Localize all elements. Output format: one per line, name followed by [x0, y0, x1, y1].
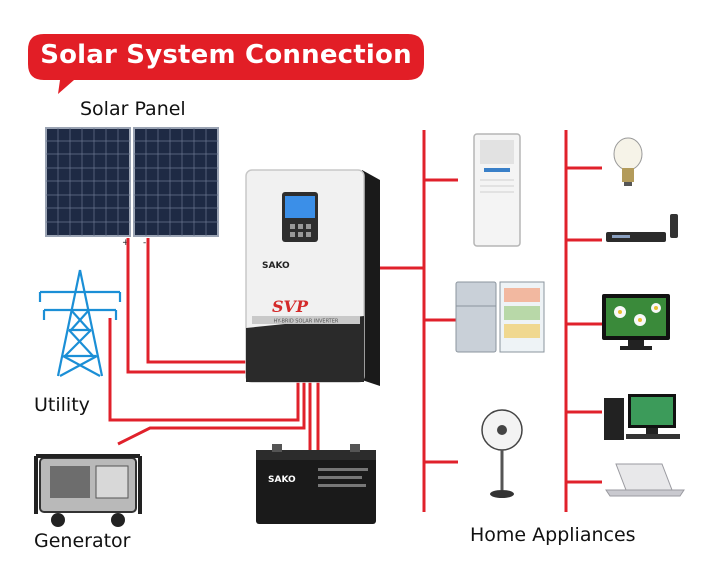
air-conditioner-icon — [473, 133, 521, 247]
fan-icon — [481, 409, 523, 498]
battery-icon: SAKO — [256, 444, 376, 524]
light-bulb-icon — [613, 137, 643, 186]
solar-panel-label: Solar Panel — [80, 98, 186, 120]
home-appliances-label: Home Appliances — [470, 524, 636, 546]
dvd-player-icon — [606, 214, 678, 242]
laptop-icon — [605, 463, 685, 497]
refrigerator-icon — [455, 281, 545, 353]
utility-tower-icon — [38, 269, 122, 377]
inverter-model: SVP — [272, 297, 309, 316]
pv-plus-label: + — [122, 238, 130, 248]
desktop-computer-icon — [604, 394, 680, 440]
solar-panel-left — [45, 127, 131, 237]
inverter: SAKO SVP HY-BRID SOLAR INVERTER — [245, 169, 380, 386]
title-banner — [28, 34, 424, 94]
inverter-subtitle: HY-BRID SOLAR INVERTER — [274, 319, 339, 325]
page-title: Solar System Connection — [40, 40, 412, 70]
generator-icon — [34, 454, 142, 527]
inverter-brand: SAKO — [262, 261, 290, 271]
utility-label: Utility — [34, 394, 90, 416]
tv-icon — [602, 294, 670, 350]
battery-brand: SAKO — [268, 475, 296, 485]
generator-label: Generator — [34, 530, 131, 552]
solar-panel-right — [133, 127, 219, 237]
pv-minus-label: - — [143, 238, 146, 248]
